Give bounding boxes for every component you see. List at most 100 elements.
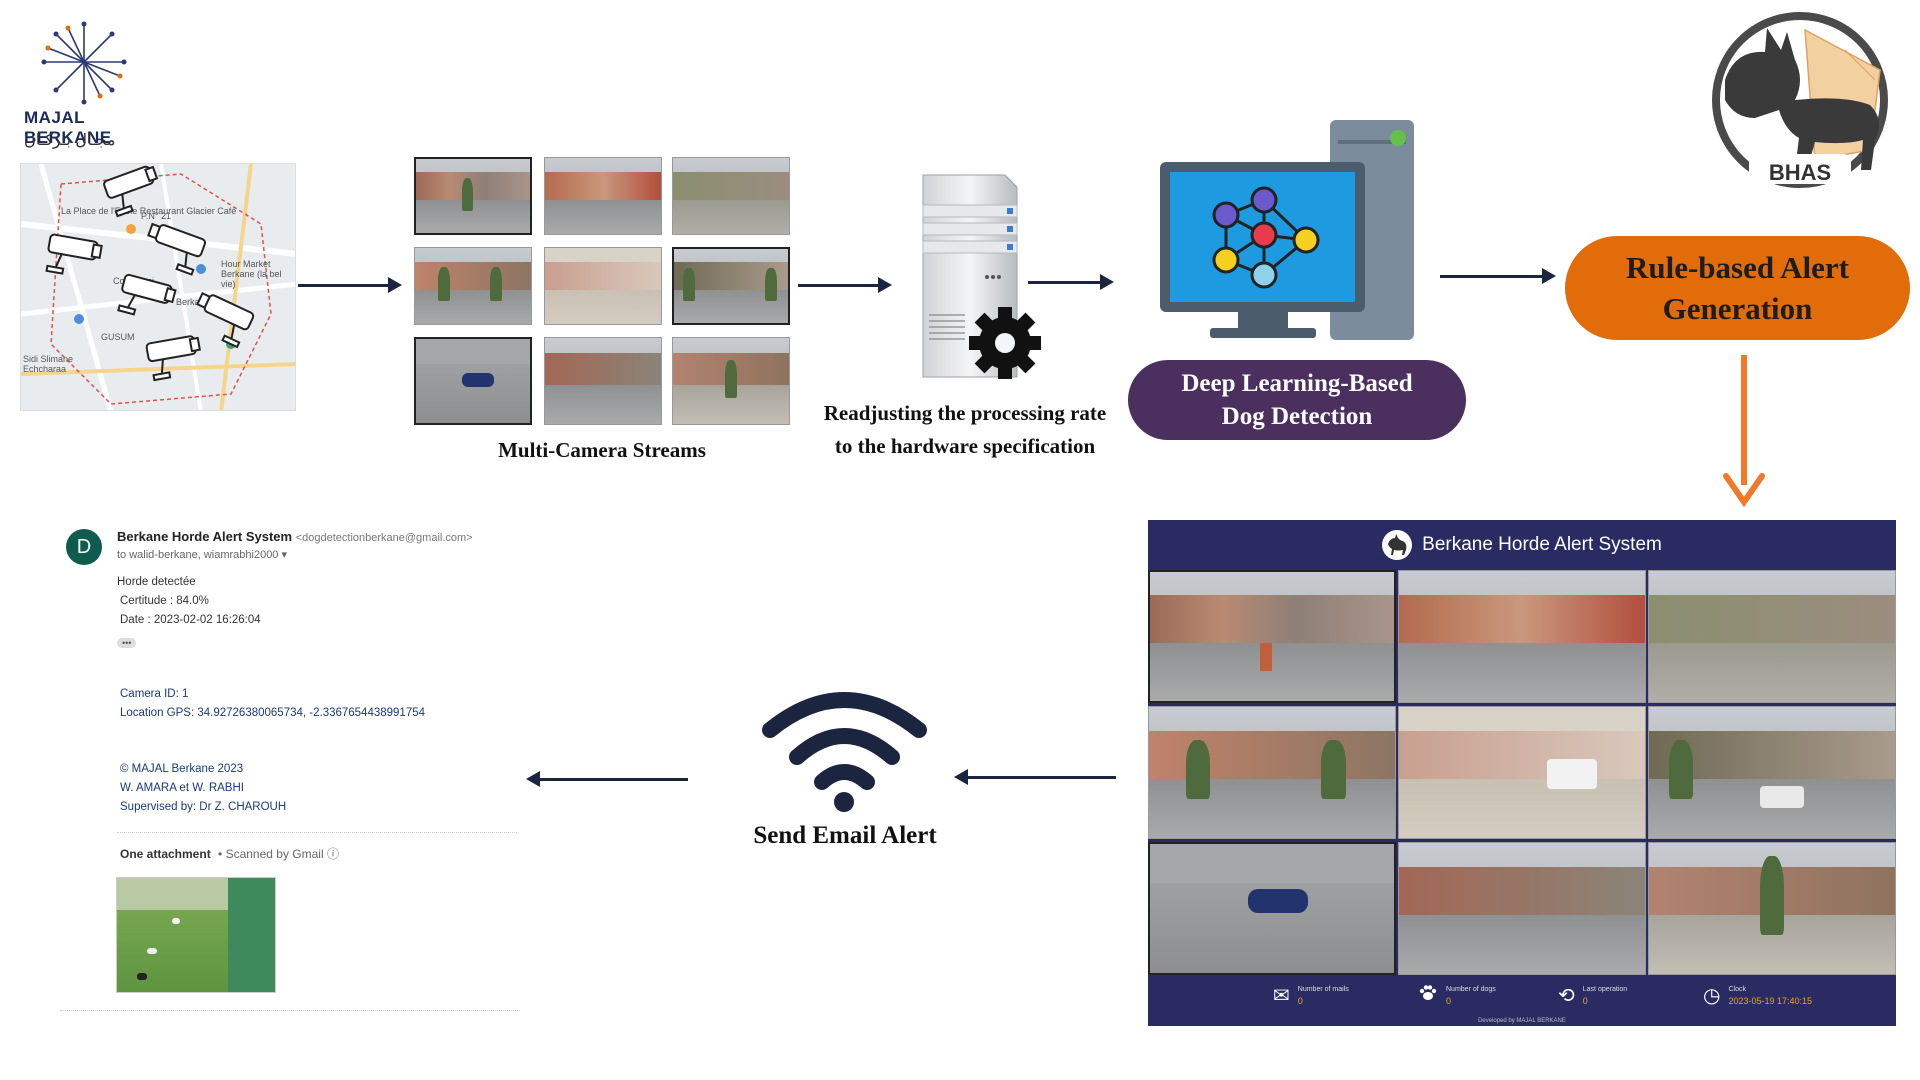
deep-learning-stage: Deep Learning-Based Dog Detection <box>1128 360 1466 440</box>
email-supervisor: Supervised by: Dr Z. CHAROUH <box>120 801 287 813</box>
mail-icon: ✉ <box>1273 985 1290 1007</box>
flow-arrow <box>1028 281 1100 284</box>
processing-caption-line1: Readjusting the processing rate <box>823 401 1107 425</box>
map-label: Hour Market Berkane (la bel vie) <box>221 259 282 289</box>
server-gear-icon <box>922 174 1041 379</box>
camera-thumbnail <box>672 337 790 425</box>
email-certitude: Certitude : 84.0% <box>120 595 209 607</box>
stat-label: Clock <box>1728 985 1746 993</box>
multi-camera-grid <box>414 157 790 425</box>
send-email-caption: Send Email Alert <box>753 822 937 849</box>
camera-feed <box>1148 706 1396 839</box>
arrow-head-icon <box>526 771 540 787</box>
camera-feed <box>1148 842 1396 975</box>
logo-brand-text: MAJAL BERKANE <box>24 108 112 147</box>
stat-label: Number of mails <box>1297 985 1349 993</box>
avatar: D <box>66 529 102 565</box>
map-label: P.N° 21 <box>141 211 171 221</box>
flow-arrow <box>968 776 1116 779</box>
email-recipients[interactable]: to walid-berkane, wiamrabhi2000 ▾ <box>117 549 288 561</box>
processing-caption: Readjusting the processing rate to the h… <box>800 397 1130 463</box>
detection-line1: Deep Learning-Based <box>1181 370 1413 397</box>
stat-value: 0 <box>1582 995 1588 1006</box>
camera-thumbnail <box>672 247 790 325</box>
divider <box>60 1010 520 1011</box>
camera-feed <box>1648 570 1896 703</box>
history-icon: ⟲ <box>1558 985 1575 1007</box>
orange-flow-arrow <box>1741 355 1747 485</box>
dashboard-logo-icon <box>1382 530 1413 560</box>
stat-value: 0 <box>1297 995 1303 1006</box>
map-label: Sidi Slimane Echcharaa <box>23 354 74 374</box>
arrow-head-icon <box>1542 268 1556 284</box>
detection-line2: Dog Detection <box>1221 403 1373 430</box>
rule-based-alert-stage: Rule-based Alert Generation <box>1565 236 1910 340</box>
camera-feed <box>1398 570 1646 703</box>
arrow-head-icon <box>388 277 402 293</box>
logo-arabic-text: مجـال بـركـان <box>24 132 116 149</box>
scanned-label: • Scanned by Gmail ⓘ <box>218 847 339 861</box>
sender-name: Berkane Horde Alert System <box>117 529 293 544</box>
dashboard-title: Berkane Horde Alert System <box>1422 534 1662 555</box>
stat-value: 0 <box>1446 996 1452 1006</box>
computer-neural-network-icon <box>1160 120 1414 340</box>
dashboard-camera-grid <box>1148 570 1896 975</box>
stat-label: Last operation <box>1582 985 1628 993</box>
camera-feed <box>1398 842 1646 975</box>
dog-badge-icon <box>1712 12 1888 188</box>
wifi-icon <box>762 692 927 812</box>
camera-feed <box>1148 570 1396 703</box>
processing-caption-line2: to the hardware specification <box>834 434 1096 458</box>
email-gps: Location GPS: 34.92726380065734, -2.3367… <box>120 707 426 719</box>
arrow-head-icon <box>1100 274 1114 290</box>
sender-email: <dogdetectionberkane@gmail.com> <box>295 532 473 544</box>
email-authors: W. AMARA et W. RABHI <box>120 782 244 794</box>
stat-last-operation: ⟲ Last operation 0 <box>1558 983 1627 1008</box>
flow-arrow <box>798 284 878 287</box>
majal-berkane-logo: MAJAL BERKANE مجـال بـركـان <box>18 20 168 149</box>
camera-thumbnail <box>544 157 662 235</box>
email-subject-line: Horde detectée <box>117 576 196 588</box>
map-label: GUSUM <box>101 332 135 342</box>
attachment-thumbnail[interactable] <box>116 877 276 993</box>
camera-thumbnail <box>414 157 532 235</box>
camera-feed <box>1398 706 1646 839</box>
email-copyright: © MAJAL Berkane 2023 <box>120 763 244 775</box>
email-sender: Berkane Horde Alert System <dogdetection… <box>117 529 473 544</box>
arrow-head-icon <box>954 769 968 785</box>
starburst-logo-icon <box>41 21 127 105</box>
attachment-label: One attachment <box>120 847 211 861</box>
email-alert: D Berkane Horde Alert System <dogdetecti… <box>60 525 530 1015</box>
email-camera-id: Camera ID: 1 <box>120 688 189 700</box>
camera-thumbnail <box>672 157 790 235</box>
stat-dogs: Number of dogs 0 <box>1418 983 1496 1009</box>
dashboard-credit: Developed by MAJAL BERKANE <box>1478 1018 1566 1024</box>
alert-line1: Rule-based Alert <box>1625 250 1849 285</box>
stat-label: Number of dogs <box>1446 986 1496 993</box>
camera-thumbnail <box>544 337 662 425</box>
cctv-camera-icons <box>45 165 255 382</box>
city-map: La Place de l'Ecole Restaurant Glacier C… <box>20 163 296 411</box>
email-date: Date : 2023-02-02 16:26:04 <box>120 614 261 626</box>
camera-feed <box>1648 706 1896 839</box>
map-label: La Place de l'Ecole Restaurant Glacier C… <box>61 206 237 216</box>
map-label: Berkane <box>176 297 210 307</box>
clock-icon: ◷ <box>1703 985 1721 1007</box>
camera-thumbnail <box>544 247 662 325</box>
dashboard-header: Berkane Horde Alert System <box>1148 520 1896 570</box>
bhas-badge: BHAS <box>1695 10 1905 190</box>
camera-feed <box>1648 842 1896 975</box>
show-trimmed-button[interactable]: ••• <box>117 638 137 648</box>
camera-thumbnail <box>414 337 532 425</box>
streams-caption: Multi-Camera Streams <box>498 438 706 462</box>
flow-arrow <box>1440 275 1542 278</box>
divider <box>117 832 517 833</box>
flow-arrow <box>298 284 388 287</box>
paw-icon <box>1418 983 1438 1009</box>
flow-arrow <box>540 778 688 781</box>
arrow-head-icon <box>878 277 892 293</box>
camera-thumbnail <box>414 247 532 325</box>
email-attachment-row: One attachment • Scanned by Gmail ⓘ <box>120 845 339 862</box>
dashboard-footer: ✉ Number of mails 0 Number of dogs 0 ⟲ Las… <box>1148 975 1896 1026</box>
